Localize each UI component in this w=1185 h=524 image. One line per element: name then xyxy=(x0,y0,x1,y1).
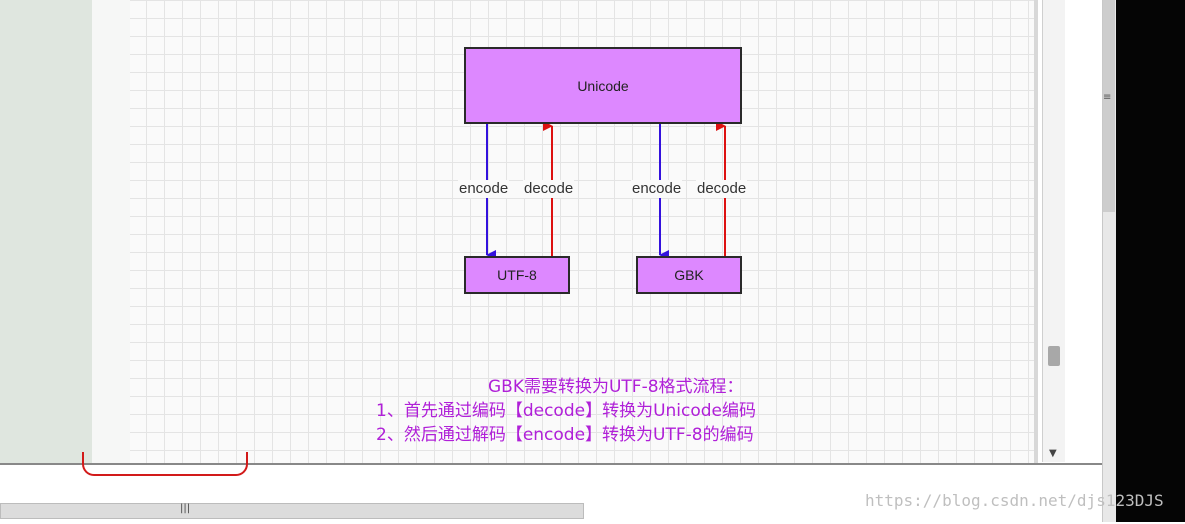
utf8-node-label: UTF-8 xyxy=(497,267,537,283)
note-title: GBK需要转换为UTF-8格式流程： xyxy=(488,377,744,397)
gbk-node-label: GBK xyxy=(674,267,704,283)
scroll-down-arrow-icon[interactable]: ▼ xyxy=(1049,448,1057,459)
red-annotation-shape xyxy=(82,452,248,476)
outer-scroll-thumb[interactable] xyxy=(1103,0,1115,212)
grip-icon: ≡ xyxy=(1103,92,1112,103)
note-step-2: 2、然后通过解码【encode】转换为UTF-8的编码 xyxy=(376,425,754,445)
canvas-margin xyxy=(92,0,130,463)
utf8-node: UTF-8 xyxy=(464,256,570,294)
document-frame-edge xyxy=(1034,0,1038,465)
unicode-node: Unicode xyxy=(464,47,742,124)
encode-label-gbk: encode xyxy=(631,180,683,198)
horizontal-scrollbar[interactable] xyxy=(0,503,584,519)
side-panel xyxy=(0,0,93,463)
vertical-scroll-thumb[interactable] xyxy=(1048,346,1060,366)
horizontal-grip-icon: ||| xyxy=(180,503,191,514)
decode-label-utf8: decode xyxy=(523,180,575,198)
black-border xyxy=(1116,0,1185,522)
unicode-node-label: Unicode xyxy=(577,77,629,94)
watermark: https://blog.csdn.net/djs123DJS xyxy=(865,491,1164,510)
gbk-node: GBK xyxy=(636,256,742,294)
encode-label-utf8: encode xyxy=(458,180,510,198)
note-step-1: 1、首先通过编码【decode】转换为Unicode编码 xyxy=(376,401,757,421)
vertical-scrollbar[interactable] xyxy=(1042,0,1065,462)
decode-label-gbk: decode xyxy=(696,180,748,198)
